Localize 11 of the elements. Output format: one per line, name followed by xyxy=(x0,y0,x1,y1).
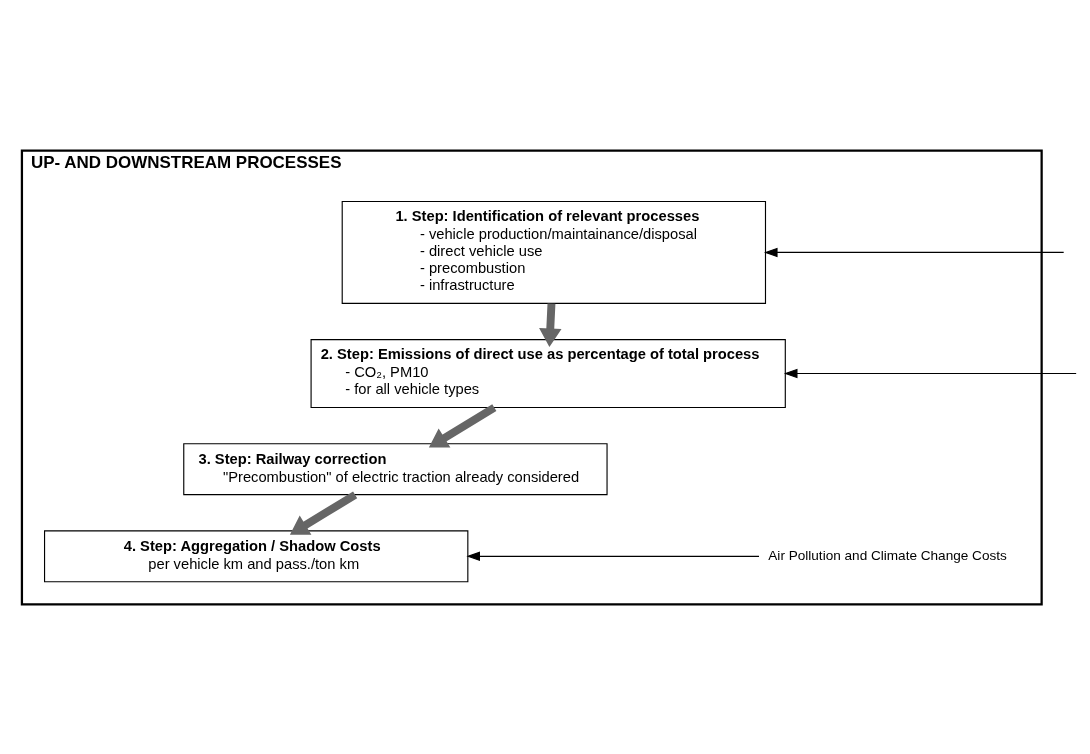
node-box: 2. Step: Emissions of direct use as percentage of total process - CO₂, PM10 - for all vehicle types xyxy=(310,338,786,408)
arrow xyxy=(783,368,1077,378)
arrow xyxy=(763,247,1065,257)
node-box: 3. Step: Railway correction "Precombustion" of electric traction already considered xyxy=(183,442,608,495)
arrow xyxy=(289,490,358,535)
arrow xyxy=(428,403,497,448)
node-box: 4. Step: Aggregation / Shadow Costs per vehicle km and pass./ton km xyxy=(44,529,469,582)
node-box: 1. Step: Identification of relevant processes - vehicle production/maintainance/disposal - direct vehicle use - precombustion - infrastructure xyxy=(341,200,767,304)
arrow xyxy=(539,302,562,347)
node-text: Air Pollution and Climate Change Costs xyxy=(768,547,1007,563)
arrow xyxy=(466,551,760,561)
